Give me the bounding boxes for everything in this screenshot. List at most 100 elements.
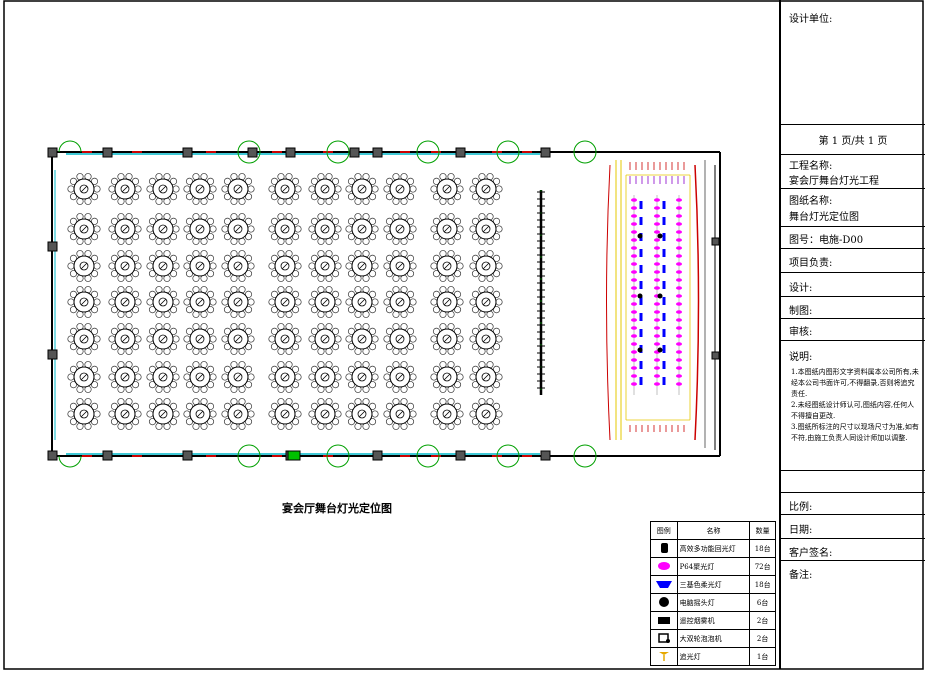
banquet-table: [268, 323, 302, 355]
par-light: [631, 198, 637, 202]
par-light: [676, 214, 682, 218]
wall-columns: [47, 147, 720, 461]
par-light: [631, 222, 637, 226]
par-light: [654, 278, 660, 282]
review-label: 审核:: [789, 327, 813, 338]
legend-header-icon: 图例: [650, 521, 678, 540]
banquet-table: [345, 286, 379, 318]
client-sign-label: 客户签名:: [789, 548, 833, 559]
par-light: [631, 366, 637, 370]
project-lead-label: 项目负责:: [789, 258, 833, 269]
door: [326, 151, 350, 164]
banquet-table: [183, 173, 217, 205]
par-light: [631, 374, 637, 378]
banquet-table: [67, 213, 101, 245]
banquet-table: [383, 213, 417, 245]
wall-column: [285, 147, 296, 158]
par-light: [654, 198, 660, 202]
wall-column: [349, 147, 360, 158]
par-light: [631, 214, 637, 218]
par-light: [676, 358, 682, 362]
door: [496, 140, 520, 153]
par-light: [676, 246, 682, 250]
banquet-table: [308, 286, 342, 318]
par-light: [631, 278, 637, 282]
par-light: [676, 222, 682, 226]
banquet-table: [67, 361, 101, 393]
banquet-table: [383, 173, 417, 205]
banquet-table: [345, 361, 379, 393]
banquet-table: [221, 250, 255, 282]
par-light: [676, 270, 682, 274]
stage-lights: [629, 162, 685, 432]
par-light: [631, 230, 637, 234]
soft-light: [639, 377, 643, 385]
soft-light: [662, 249, 666, 257]
banquet-table: [67, 286, 101, 318]
banquet-table: [383, 361, 417, 393]
notes-text: 1.本图纸内图形文字资料属本公司所有,未经本公司书面许可,不得翻录,否则将追究责…: [791, 367, 919, 444]
legend-name: 大双轮泡泡机: [676, 629, 751, 648]
par-light: [676, 294, 682, 298]
par64-light-icon: [657, 561, 670, 570]
legend-qty: 18台: [749, 575, 776, 594]
banquet-table: [221, 173, 255, 205]
legend-name: P64聚光灯: [676, 557, 751, 576]
soft-light: [639, 329, 643, 337]
project-name-row: 工程名称: 宴会厅舞台灯光工程: [781, 154, 925, 189]
banquet-table: [183, 250, 217, 282]
banquet-table: [345, 250, 379, 282]
banquet-table: [183, 213, 217, 245]
banquet-table: [108, 398, 142, 430]
par-light: [631, 246, 637, 250]
par-light: [676, 286, 682, 290]
par-light: [654, 382, 660, 386]
banquet-table: [430, 286, 464, 318]
wall-column: [287, 450, 301, 461]
par-light: [654, 310, 660, 314]
par-light: [654, 222, 660, 226]
par-light: [676, 310, 682, 314]
soft-light: [639, 361, 643, 369]
par-light: [676, 230, 682, 234]
banquet-table: [308, 250, 342, 282]
banquet-table: [308, 323, 342, 355]
door: [416, 444, 440, 457]
soft-light: [662, 345, 666, 353]
par-light: [654, 358, 660, 362]
legend-header: 图例 名称 数量: [650, 521, 776, 540]
banquet-table: [383, 398, 417, 430]
banquet-table: [108, 323, 142, 355]
wall-column: [247, 147, 258, 158]
par-light: [654, 286, 660, 290]
project-lead-row: 项目负责:: [781, 248, 925, 273]
par-light: [676, 342, 682, 346]
legend-row: 大双轮泡泡机 2台: [650, 629, 776, 648]
note-item: 3.图纸所标注的尺寸以现场尺寸为准,如有不符,由施工负责人同设计师加以调整.: [791, 423, 919, 442]
door: [416, 151, 440, 164]
legend-qty: 72台: [749, 557, 776, 576]
banquet-table: [469, 286, 503, 318]
banquet-table: [469, 361, 503, 393]
banquet-table: [430, 361, 464, 393]
legend-name: 电脑摇头灯: [676, 593, 751, 612]
banquet-table: [430, 398, 464, 430]
banquet-table: [221, 361, 255, 393]
par-light: [676, 238, 682, 242]
draft-row: 制图:: [781, 296, 925, 319]
moving-head-light: [657, 293, 663, 299]
door: [496, 151, 520, 164]
par-light: [676, 318, 682, 322]
banquet-table: [383, 250, 417, 282]
project-name-label: 工程名称:: [789, 161, 833, 172]
doors: [58, 140, 597, 468]
legend-row: P64聚光灯 72台: [650, 557, 776, 576]
drawing-no-row: 图号：电施-D00: [781, 226, 925, 249]
par-light: [654, 214, 660, 218]
par-light: [676, 326, 682, 330]
legend-qty: 2台: [749, 629, 776, 648]
banquet-table: [183, 361, 217, 393]
par-light: [631, 318, 637, 322]
banquet-table: [430, 173, 464, 205]
banquet-tables: [67, 173, 503, 430]
